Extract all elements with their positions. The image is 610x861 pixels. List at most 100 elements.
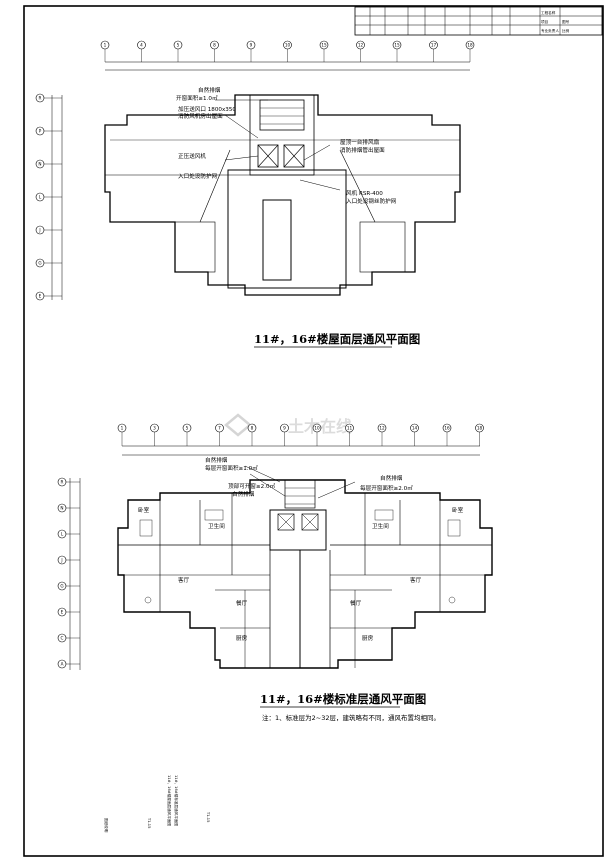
- roof-left-axis-label: J: [38, 228, 40, 233]
- standard-top-axis-label: 3: [153, 426, 156, 431]
- standard-left-axis-bubble: [57, 633, 67, 643]
- roof-top-axis-bubble: [319, 40, 329, 50]
- roof-top-axis-label: 5: [177, 43, 180, 48]
- standard-top-axis-bubble: [247, 423, 257, 433]
- std-room-living-left: 客厅: [178, 576, 190, 584]
- standard-left-axis-bubble: [57, 503, 67, 513]
- standard-plan-title: 11#，16#楼标准层通风平面图: [260, 692, 426, 706]
- roof-left-axis-bubble: [35, 126, 45, 136]
- standard-top-axis-bubble: [215, 423, 224, 433]
- roof-left-axis-label: R: [39, 96, 42, 101]
- roof-label-pressure-fan: 正压送风机: [178, 152, 206, 160]
- roof-left-axis-bubble: [35, 192, 45, 202]
- roof-top-axis-label: 10: [285, 43, 291, 48]
- roof-left-axis-bubble: [35, 291, 45, 301]
- title-block-drawing-no: 图号: [562, 19, 570, 24]
- std-room-bedroom-left: 卧室: [138, 506, 150, 514]
- rotated-note-d: T1-15: [147, 817, 151, 828]
- roof-left-axis-label: P: [39, 129, 42, 134]
- title-block-lead: 专业负责人: [541, 28, 559, 33]
- roof-top-axis-bubble: [465, 40, 475, 50]
- rotated-notes: 图纸说明 11#，16#楼屋面层通风平面图 11#，16#楼标准层通风平面图 T…: [104, 775, 210, 833]
- title-block-scale: 比例: [562, 28, 570, 33]
- roof-top-axis-label: 12: [358, 43, 364, 48]
- std-room-dining-left: 餐厅: [236, 599, 248, 607]
- roof-label-smoke-outlet-b: 消防风机房出屋面: [178, 112, 223, 120]
- roof-left-axis-bubble: [35, 225, 45, 235]
- standard-top-axis-bubble: [150, 423, 159, 433]
- std-room-kitchen-right: 厨房: [362, 634, 374, 642]
- watermark-logo-icon: [224, 413, 252, 437]
- std-room-kitchen-left: 厨房: [236, 634, 248, 642]
- standard-top-axis-bubble: [475, 423, 484, 433]
- standard-left-axis-bubble: [57, 477, 67, 487]
- std-label-natural-smoke: 自然排烟: [205, 456, 228, 464]
- standard-top-axis-bubble: [312, 423, 322, 433]
- standard-left-axis-bubble: [57, 555, 67, 565]
- standard-core: [269, 509, 327, 551]
- roof-top-axis-label: 8: [213, 43, 216, 48]
- standard-left-axis-label: C: [61, 636, 64, 641]
- standard-plan-note: 注：1、标准层为2~32层，建筑略有不同，通风布置均相同。: [262, 713, 440, 722]
- std-room-bath-left: 卫生间: [208, 522, 225, 530]
- roof-left-axis-label: E: [39, 294, 42, 299]
- roof-top-axis-label: 18: [467, 43, 473, 48]
- standard-left-axis-bubble: [57, 581, 67, 591]
- roof-label-entry-note-b: 入口处设钢丝防护网: [346, 197, 397, 205]
- roof-core-shaft: [262, 199, 292, 281]
- standard-left-axis-label: R: [61, 480, 64, 485]
- std-label-natural-smoke-right: 自然排烟: [380, 474, 403, 482]
- standard-left-axis-label: G: [60, 584, 63, 589]
- roof-left-axis-bubble: [35, 93, 45, 103]
- title-block-item: 项目: [541, 19, 548, 24]
- standard-top-axis-bubble: [117, 423, 127, 433]
- std-label-natural-smoke-b: 自然排烟: [232, 490, 255, 498]
- rotated-note-c: 11#，16#楼标准层通风平面图: [174, 775, 179, 827]
- standard-left-axis-label: L: [61, 532, 64, 537]
- rotated-note-d-2: T1-15: [206, 811, 210, 822]
- roof-top-axis-bubble: [283, 40, 292, 50]
- standard-left-axis-bubble: [57, 529, 67, 539]
- roof-top-axis-bubble: [356, 40, 365, 50]
- standard-top-axis-bubble: [442, 423, 452, 433]
- roof-top-axis-label: 9: [250, 43, 253, 48]
- roof-top-axis-bubble: [210, 40, 219, 50]
- roof-label-window-area: 开窗面积≥1.0㎡: [176, 94, 218, 102]
- standard-top-axis-label: 9: [283, 426, 286, 431]
- title-block: 工程名称 项目 图号 专业负责人 比例: [354, 6, 603, 36]
- roof-top-axis-bubble: [392, 40, 402, 50]
- standard-top-axis-label: 1: [121, 426, 124, 431]
- roof-outline: [104, 94, 461, 296]
- watermark: 土木在线: [224, 413, 352, 437]
- roof-left-axis-bubble: [35, 159, 45, 169]
- roof-label-smoke-outlet: 加压送风口 1800x350: [178, 105, 236, 113]
- standard-top-axis-bubble: [345, 423, 354, 433]
- rotated-note-b: 11#，16#楼屋面层通风平面图: [167, 775, 172, 827]
- roof-top-axis-bubble: [137, 40, 146, 50]
- roof-top-axis-bubble: [246, 40, 256, 50]
- std-label-top-window: 顶部可开窗≥2.0㎡: [228, 482, 276, 490]
- standard-left-axis-label: E: [61, 610, 64, 615]
- roof-top-axis-bubble: [173, 40, 183, 50]
- roof-left-axis-label: N: [38, 162, 41, 167]
- standard-top-axis-label: 5: [186, 426, 189, 431]
- std-room-living-right: 客厅: [410, 576, 422, 584]
- standard-top-axis-label: 11: [347, 426, 353, 431]
- roof-label-fan-spec: 风机 RSR-400: [346, 189, 383, 197]
- roof-top-axis-label: 17: [431, 43, 437, 48]
- roof-top-axis-label: 1: [104, 43, 107, 48]
- title-block-project: 工程名称: [541, 10, 556, 15]
- roof-label-natural-smoke: 自然排烟: [198, 86, 221, 94]
- standard-top-axis-bubble: [377, 423, 387, 433]
- roof-left-axis-label: G: [38, 261, 41, 266]
- standard-top-axis-label: 18: [477, 426, 483, 431]
- standard-top-axis-bubble: [280, 423, 289, 433]
- standard-outline: [117, 479, 493, 669]
- std-label-per-floor-window: 每层开窗面积≥1.0㎡: [205, 464, 258, 472]
